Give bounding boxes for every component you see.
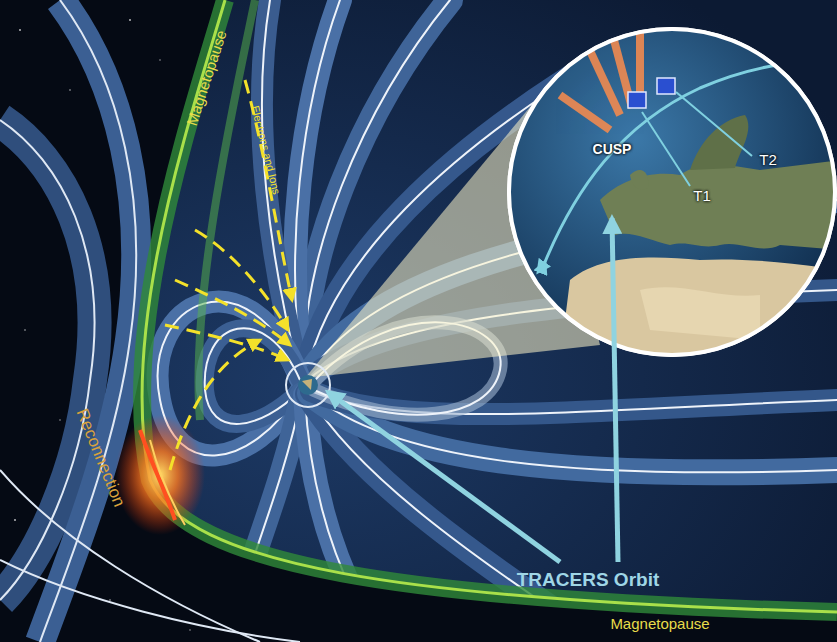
boundary-label: Magnetopause — [610, 616, 709, 633]
region-label: CUSP — [593, 142, 632, 157]
satellite-label: T1 — [693, 188, 711, 205]
particle-flow-arrows — [165, 80, 292, 470]
inset-globe — [500, 20, 837, 360]
satellite-label: T2 — [759, 152, 777, 169]
orbit-pointers — [328, 218, 618, 562]
orbit-label: TRACERS Orbit — [517, 570, 660, 591]
reconnection-glow — [115, 415, 205, 535]
earth-small — [286, 363, 330, 407]
